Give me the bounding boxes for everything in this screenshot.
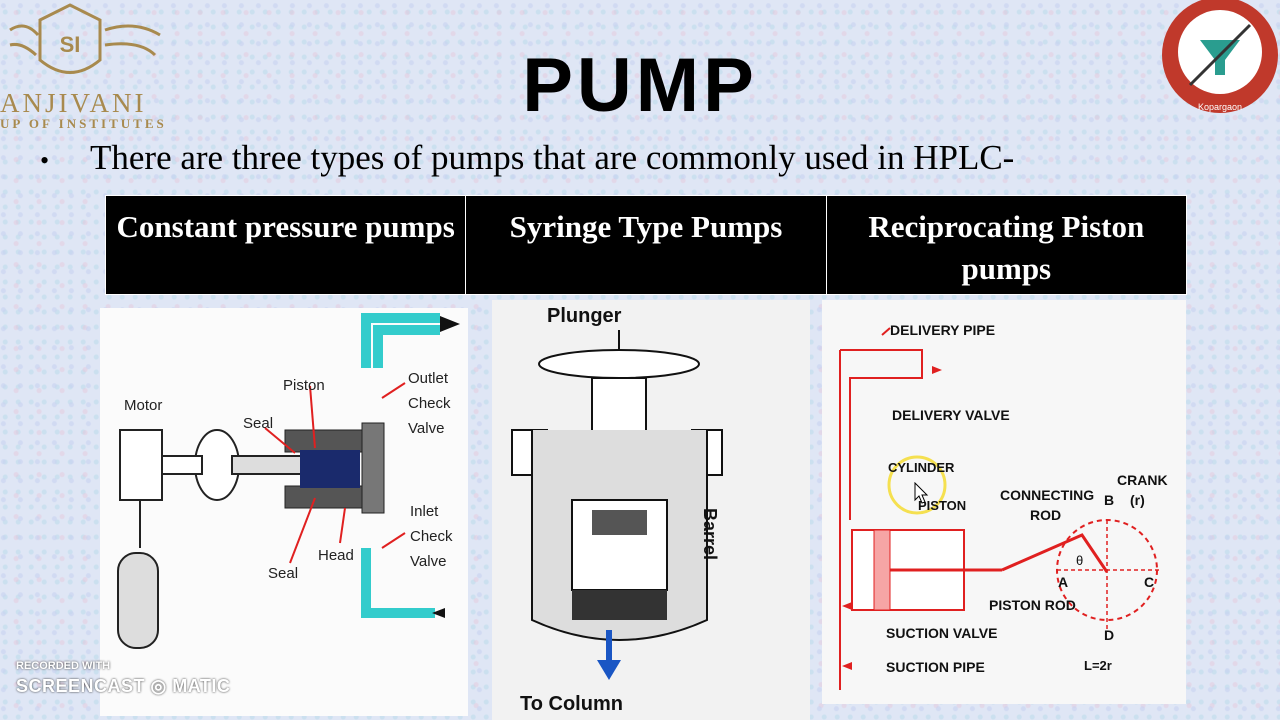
label-delivery-pipe: DELIVERY PIPE (890, 322, 995, 338)
label-plunger: Plunger (547, 305, 622, 327)
seal-town: Kopargaon (1198, 102, 1242, 112)
label-check-1: Check (408, 395, 451, 412)
constant-pressure-diagram: Motor Seal Piston Outlet Check Valve Inl… (100, 308, 468, 716)
label-suction-valve: SUCTION VALVE (886, 625, 998, 641)
label-motor: Motor (124, 397, 162, 414)
pump-types-table-header: Constant pressure pumps Syringe Type Pum… (105, 195, 1187, 295)
bullet-icon: • (40, 145, 50, 175)
label-barrel: Barrel (700, 508, 720, 560)
sanjivani-logo: SI ANJIVANI UP OF INSTITUTES (0, 0, 190, 131)
label-head: Head (318, 547, 354, 564)
label-b: B (1104, 492, 1114, 508)
label-piston-rod: PISTON ROD (989, 597, 1076, 613)
institute-subtitle: UP OF INSTITUTES (0, 116, 167, 131)
label-a: A (1058, 574, 1068, 590)
bullet-item: • There are three types of pumps that are… (40, 138, 1014, 178)
label-piston-3: PISTON (918, 498, 966, 513)
label-to-column: To Column (520, 693, 623, 715)
label-piston: Piston (283, 377, 325, 394)
header-constant-pressure: Constant pressure pumps (106, 196, 467, 294)
watermark-brand-left: SCREENCAST (16, 676, 146, 696)
label-valve-1: Valve (408, 420, 444, 437)
screencast-watermark: RECORDED WITH SCREENCAST ◎ MATIC (16, 660, 230, 697)
label-seal-top: Seal (243, 415, 273, 432)
label-crank: CRANK (1117, 472, 1168, 488)
seal-icon: Kopargaon (1162, 0, 1278, 113)
label-delivery-valve: DELIVERY VALVE (892, 407, 1010, 423)
label-outlet: Outlet (408, 370, 449, 387)
header-reciprocating-piston: Reciprocating Piston pumps (868, 209, 1145, 286)
label-suction-pipe: SUCTION PIPE (886, 659, 985, 675)
watermark-record-icon: ◎ (150, 676, 167, 696)
bullet-text: There are three types of pumps that are … (90, 138, 1015, 177)
label-valve-2: Valve (410, 553, 446, 570)
label-connecting: CONNECTING (1000, 487, 1094, 503)
label-c: C (1144, 574, 1154, 590)
label-cylinder: CYLINDER (888, 460, 955, 475)
mouse-cursor-icon (914, 482, 929, 504)
syringe-pump-diagram: Plunger Barrel To Column (492, 300, 810, 720)
label-rod: ROD (1030, 507, 1061, 523)
slide-title: PUMP (522, 43, 758, 128)
label-theta: θ (1076, 553, 1083, 568)
label-d: D (1104, 627, 1114, 643)
crest-monogram: SI (60, 32, 81, 57)
watermark-brand: SCREENCAST ◎ MATIC (16, 676, 230, 697)
label-l2r: L=2r (1084, 658, 1112, 673)
reciprocating-pump-diagram: DELIVERY PIPE DELIVERY VALVE CYLINDER PI… (822, 300, 1186, 704)
label-seal-bottom: Seal (268, 565, 298, 582)
label-r: (r) (1130, 492, 1145, 508)
watermark-brand-right: MATIC (172, 676, 231, 696)
header-syringe-type: Syringe Type Pumps (466, 196, 827, 294)
crest-icon: SI (9, 3, 161, 74)
institute-name: ANJIVANI (0, 88, 147, 118)
label-inlet: Inlet (410, 503, 439, 520)
label-check-2: Check (410, 528, 453, 545)
watermark-recorded: RECORDED WITH (16, 660, 111, 672)
college-seal: Kopargaon (1130, 0, 1280, 120)
